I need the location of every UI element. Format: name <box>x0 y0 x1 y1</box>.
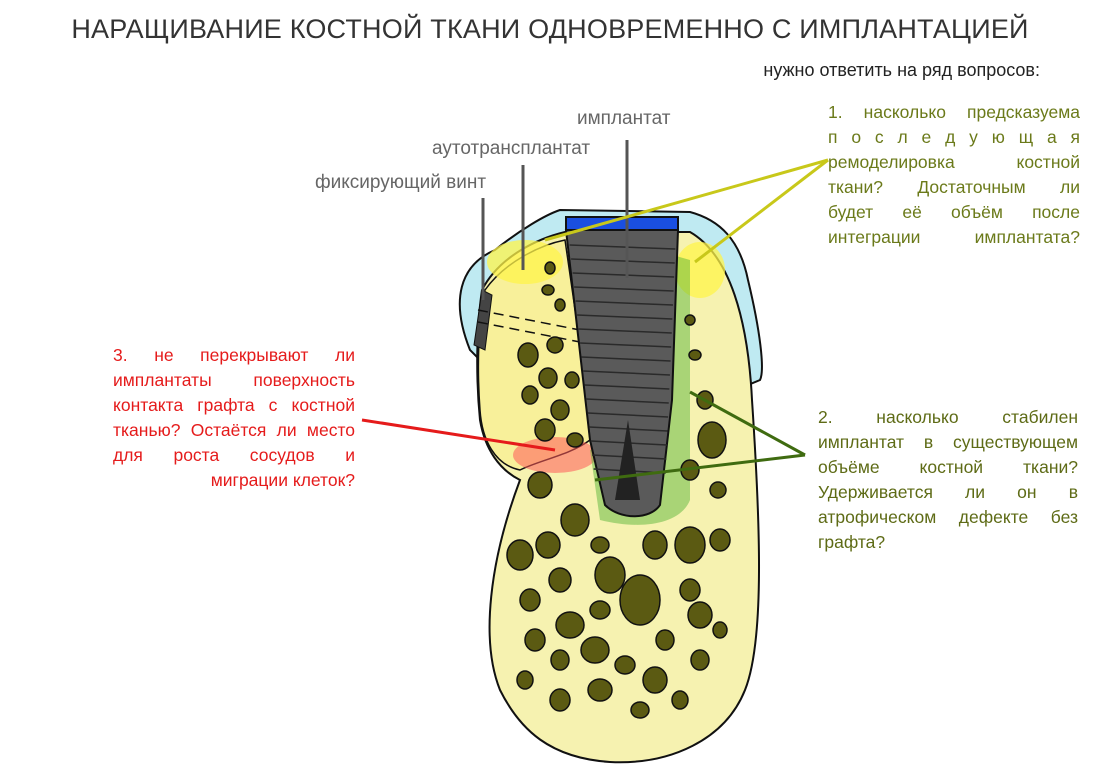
trabecular-space <box>580 636 610 664</box>
question-3: 3. не перекрывают ли имплантаты поверхно… <box>113 343 355 493</box>
trabecular-space <box>546 336 564 354</box>
q1-line: 1. насколько предсказуема <box>828 102 1080 122</box>
trabecular-space <box>550 399 570 421</box>
trabecular-space <box>688 349 702 361</box>
trabecular-space <box>587 678 613 702</box>
label-autograft: аутотрансплантат <box>432 138 591 159</box>
implant-thread <box>577 314 673 320</box>
trabecular-space <box>555 611 585 639</box>
trabecular-space <box>521 385 539 405</box>
implant-thread <box>569 244 676 250</box>
trabecular-space <box>590 536 610 554</box>
trabecular-space <box>642 530 668 560</box>
q2-line: Удерживается ли он в <box>818 482 1078 502</box>
q1-arrow-right <box>694 158 829 264</box>
trabecular-space <box>527 471 553 499</box>
trabecular-space <box>671 690 689 710</box>
trabecular-space <box>519 588 541 612</box>
trabecular-space <box>560 503 590 537</box>
q3-line: контакта графта с костной <box>113 395 355 415</box>
remodeling-zone-right <box>675 242 725 298</box>
trabecular-space <box>594 556 626 594</box>
trabecular-space <box>535 531 561 559</box>
q3-line: для роста сосудов и <box>113 445 355 465</box>
trabecular-space <box>655 629 675 651</box>
q1-line: ткани? Достаточным ли <box>828 177 1080 197</box>
implant-thread <box>586 398 669 404</box>
trabecular-space <box>506 539 534 571</box>
implant-thread <box>581 356 671 362</box>
implant-thread <box>584 384 670 390</box>
contact-zone <box>513 437 597 473</box>
subtitle: нужно ответить на ряд вопросов: <box>763 60 1040 80</box>
q1-line: интеграции имплантата? <box>828 227 1080 247</box>
implant-thread <box>583 370 670 376</box>
trabecular-space <box>564 371 580 389</box>
q2-arrow-up <box>689 390 806 457</box>
trabecular-space <box>538 367 558 389</box>
q3-line: миграции клеток? <box>210 470 355 490</box>
q2-line: атрофическом дефекте без <box>818 507 1078 527</box>
question-1: 1. насколько предсказуема п о с л е д у … <box>828 100 1080 250</box>
trabecular-space <box>549 688 571 712</box>
implant-thread <box>575 300 673 306</box>
q1-arrow-left <box>544 158 829 242</box>
trabecular-space <box>712 621 728 639</box>
trabecular-space <box>709 528 731 552</box>
label-implant: имплантат <box>577 108 671 129</box>
implant-thread <box>572 272 675 278</box>
implant-thread <box>587 412 669 418</box>
trabecular-space <box>697 421 727 459</box>
trabecular-space <box>674 526 706 564</box>
implant <box>564 229 680 518</box>
trabecular-space <box>548 567 572 593</box>
trabecular-space <box>517 342 539 368</box>
implant-thread <box>574 286 674 292</box>
remodeling-zone-left <box>487 240 563 284</box>
trabecular-space <box>541 284 555 296</box>
question-2: 2. насколько стабилен имплантат в сущест… <box>818 405 1078 555</box>
trabecular-space <box>684 314 696 326</box>
trabecular-space <box>619 574 661 626</box>
q3-arrow <box>361 418 556 452</box>
trabecular-space <box>679 578 701 602</box>
page-title: НАРАЩИВАНИЕ КОСТНОЙ ТКАНИ ОДНОВРЕМЕННО С… <box>71 14 1029 44</box>
q2-line: 2. насколько стабилен <box>818 407 1078 427</box>
trabecular-space <box>589 600 611 620</box>
implant-thread <box>578 328 672 334</box>
q1-line: ремоделировка костной <box>828 152 1080 172</box>
q3-line: имплантаты поверхность <box>113 370 355 390</box>
trabecular-space <box>614 655 636 675</box>
trabecular-space <box>630 701 650 719</box>
trabecular-space <box>550 649 570 671</box>
trabecular-space <box>642 666 668 694</box>
q2-line: объёме костной ткани? <box>818 457 1078 477</box>
q2-line: графта? <box>818 532 886 552</box>
trabecular-space <box>554 298 566 312</box>
q3-line: 3. не перекрывают ли <box>113 345 355 365</box>
trabecular-space <box>690 649 710 671</box>
q2-arrow-down <box>594 453 806 482</box>
q2-line: имплантат в существующем <box>818 432 1078 452</box>
implant-thread <box>580 342 672 348</box>
implant-thread <box>571 258 675 264</box>
trabecular-space <box>544 261 556 275</box>
trabecular-space <box>566 432 584 448</box>
trabecular-space <box>687 601 713 629</box>
q3-line: тканью? Остаётся ли место <box>113 420 355 440</box>
q1-line: п о с л е д у ю щ а я <box>828 127 1080 147</box>
trabecular-space <box>534 418 556 442</box>
trabeculae <box>506 261 731 719</box>
trabecular-space <box>524 628 546 652</box>
fixing-screw <box>473 289 493 351</box>
trabecular-space <box>709 481 727 499</box>
trabecular-space <box>516 670 534 690</box>
label-fixing-screw: фиксирующий винт <box>315 172 487 193</box>
q1-line: будет её объём после <box>828 202 1080 222</box>
